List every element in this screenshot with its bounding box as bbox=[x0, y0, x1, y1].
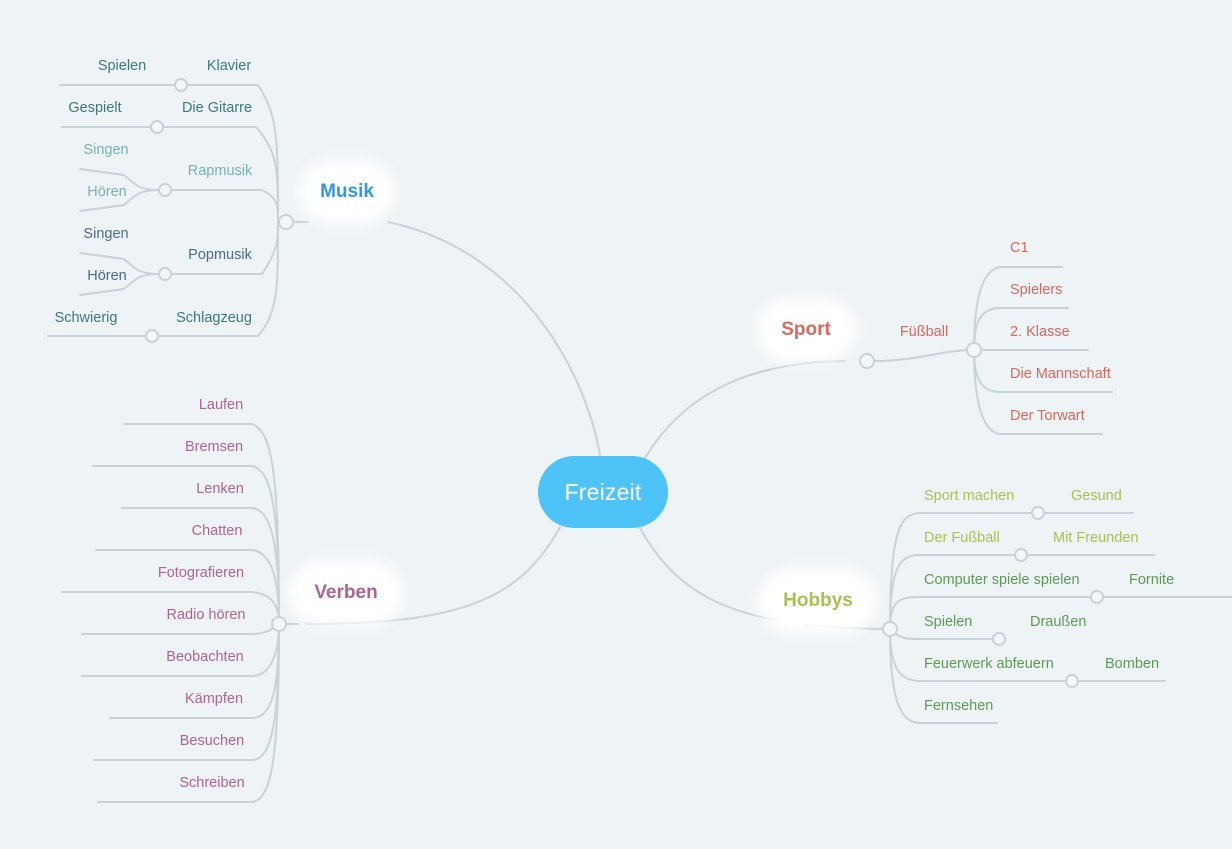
hobbys-row3-right[interactable]: Fornite bbox=[1129, 572, 1175, 588]
spine-musik bbox=[387, 221, 601, 456]
musik-row2-left[interactable]: Gespielt bbox=[68, 100, 122, 116]
hobbys-row2-right[interactable]: Mit Freunden bbox=[1053, 530, 1139, 546]
musik-row4-left-hoeren[interactable]: Hören bbox=[87, 268, 127, 284]
branch-pill-musik[interactable]: Musik bbox=[308, 170, 386, 214]
hobbys-row2-node bbox=[1014, 548, 1028, 562]
musik-row5-right[interactable]: Schlagzeug bbox=[176, 310, 252, 326]
musik-row3-node bbox=[158, 183, 172, 197]
hobbys-row3-node bbox=[1090, 590, 1104, 604]
sport-hub-node bbox=[859, 353, 875, 369]
verben-row1-label[interactable]: Laufen bbox=[198, 397, 244, 413]
sport-stem-label[interactable]: Füßball bbox=[899, 324, 949, 340]
musik-row4-right[interactable]: Popmusik bbox=[188, 247, 252, 263]
branch-label-sport: Sport bbox=[781, 319, 831, 340]
musik-row3-right[interactable]: Rapmusik bbox=[187, 163, 253, 179]
musik-row1-left[interactable]: Spielen bbox=[97, 58, 147, 74]
hobbys-row1-node bbox=[1031, 506, 1045, 520]
hobbys-row5-node bbox=[1065, 674, 1079, 688]
verben-row7-label[interactable]: Beobachten bbox=[166, 649, 244, 665]
spine-sport bbox=[644, 360, 846, 459]
sport-subhub-node bbox=[966, 342, 982, 358]
verben-row2-wire bbox=[92, 465, 280, 625]
verben-row6-wire bbox=[81, 622, 280, 635]
hobbys-hub-node bbox=[882, 621, 898, 637]
sport-row2-label[interactable]: Spielers bbox=[1010, 282, 1063, 298]
branch-pill-hobbys[interactable]: Hobbys bbox=[768, 578, 868, 624]
sport-row5-label[interactable]: Der Torwart bbox=[1010, 408, 1085, 424]
verben-row10-label[interactable]: Schreiben bbox=[179, 775, 245, 791]
verben-row3-label[interactable]: Lenken bbox=[196, 481, 244, 497]
musik-row1-node bbox=[174, 78, 188, 92]
sport-row4-label[interactable]: Die Mannschaft bbox=[1010, 366, 1111, 382]
branch-label-hobbys: Hobbys bbox=[783, 590, 853, 611]
musik-row1-right[interactable]: Klavier bbox=[206, 58, 252, 74]
hobbys-row5-right[interactable]: Bomben bbox=[1105, 656, 1160, 672]
musik-row4-left-singen[interactable]: Singen bbox=[83, 226, 129, 242]
verben-row6-label[interactable]: Radio hören bbox=[166, 607, 246, 623]
musik-row3-wire bbox=[171, 189, 279, 223]
musik-row2-right[interactable]: Die Gitarre bbox=[181, 100, 253, 116]
musik-row4-node bbox=[158, 267, 172, 281]
sport-row1-label[interactable]: C1 bbox=[1010, 240, 1029, 256]
branch-pill-sport[interactable]: Sport bbox=[765, 308, 847, 352]
verben-row4-label[interactable]: Chatten bbox=[191, 523, 243, 539]
verben-row5-label[interactable]: Fotografieren bbox=[157, 565, 245, 581]
hobbys-row1-right[interactable]: Gesund bbox=[1071, 488, 1122, 504]
hobbys-row5-left[interactable]: Feuerwerk abfeuern bbox=[924, 656, 1054, 672]
hobbys-row1-left[interactable]: Sport machen bbox=[924, 488, 1015, 504]
hobbys-row4-right[interactable]: Draußen bbox=[1030, 614, 1087, 630]
sport-stem-wire bbox=[873, 349, 975, 362]
branch-label-verben: Verben bbox=[314, 582, 378, 603]
branch-label-musik: Musik bbox=[320, 181, 374, 202]
verben-row8-label[interactable]: Kämpfen bbox=[184, 691, 244, 707]
hobbys-row4-wire bbox=[889, 628, 1005, 640]
root-label: Freizeit bbox=[564, 478, 642, 505]
verben-row2-label[interactable]: Bremsen bbox=[184, 439, 244, 455]
hobbys-row5-wire bbox=[889, 628, 1166, 682]
verben-hub-node bbox=[271, 616, 287, 632]
branch-pill-verben[interactable]: Verben bbox=[298, 570, 394, 616]
hobbys-row6-left[interactable]: Fernsehen bbox=[924, 698, 994, 714]
musik-row5-node bbox=[145, 329, 159, 343]
musik-row2-node bbox=[150, 120, 164, 134]
hobbys-row2-left[interactable]: Der Fußball bbox=[924, 530, 1000, 546]
musik-row3-left-hoeren[interactable]: Hören bbox=[87, 184, 127, 200]
musik-hub-node bbox=[278, 214, 294, 230]
verben-row9-label[interactable]: Besuchen bbox=[179, 733, 245, 749]
root-node[interactable]: Freizeit bbox=[538, 456, 668, 528]
musik-row5-left[interactable]: Schwierig bbox=[54, 310, 118, 326]
hobbys-row4-left[interactable]: Spielen bbox=[924, 614, 973, 630]
sport-row3-label[interactable]: 2. Klasse bbox=[1010, 324, 1070, 340]
hobbys-row3-left[interactable]: Computer spiele spielen bbox=[924, 572, 1080, 588]
musik-row3-left-singen[interactable]: Singen bbox=[83, 142, 129, 158]
hobbys-row4-node bbox=[992, 632, 1006, 646]
